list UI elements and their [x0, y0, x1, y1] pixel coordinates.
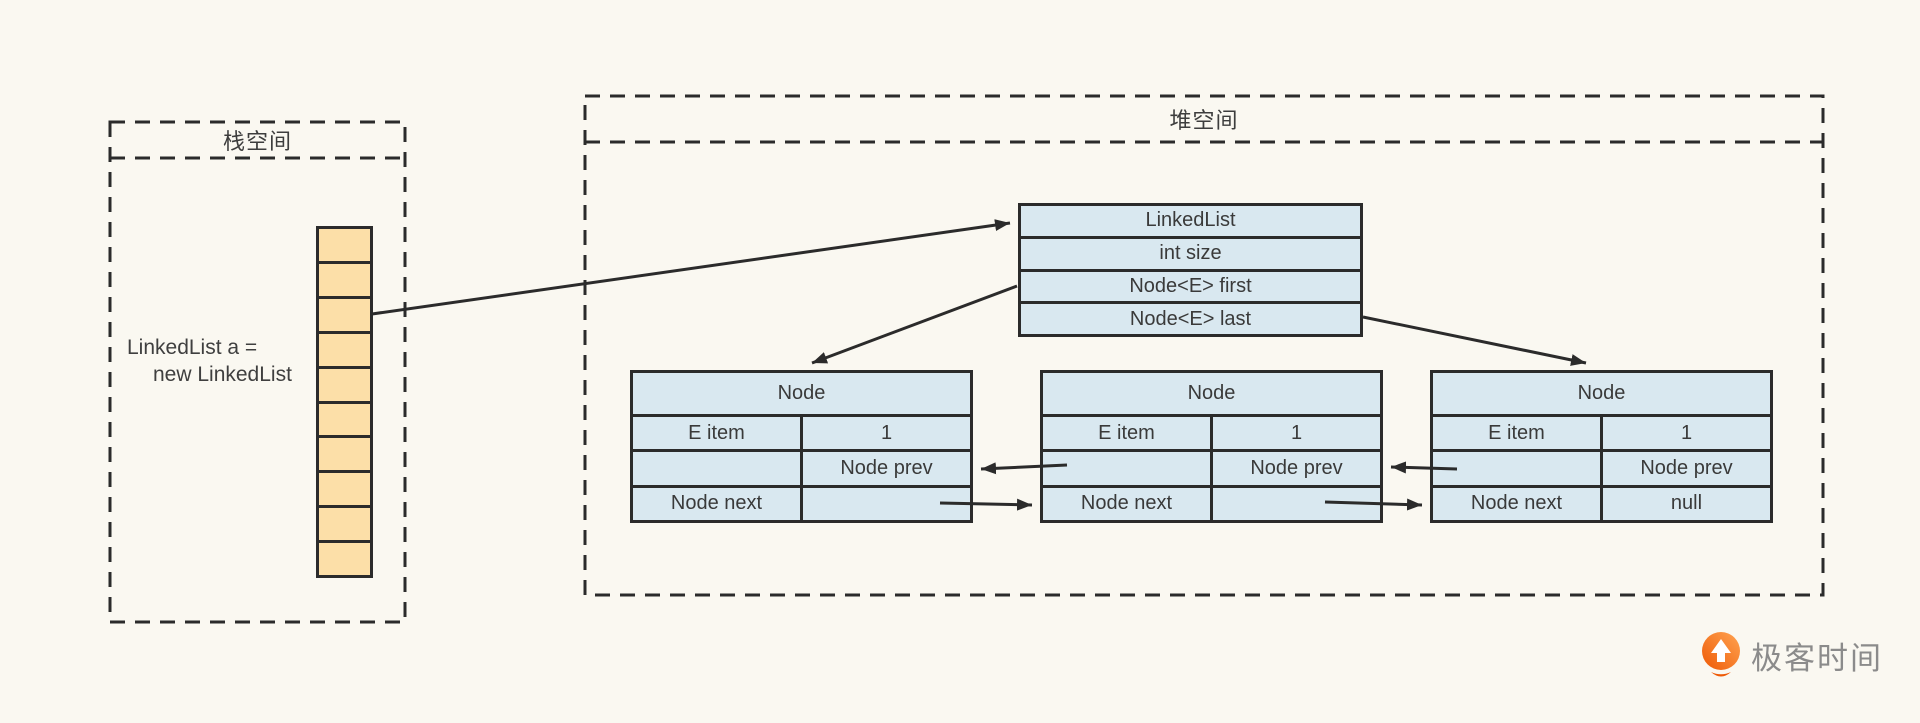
node-next-label: Node next [670, 492, 763, 515]
node-item-value: 1 [1600, 417, 1770, 450]
node-title: Node [1187, 382, 1236, 404]
node-prev-label: Node prev [1210, 452, 1380, 485]
node-prev-value [633, 452, 800, 484]
geektime-logo-text: 极客时间 [1751, 640, 1883, 676]
linkedlist-field-first: Node<E> first [1129, 274, 1252, 297]
stack-cell [319, 260, 370, 296]
stack-cell [319, 505, 370, 540]
linkedlist-object-box: LinkedList int size Node<E> first Node<E… [1018, 203, 1363, 337]
stack-cell [319, 435, 370, 470]
node-item-label: E item [688, 421, 745, 444]
variable-declaration-label: LinkedList a = new LinkedList [127, 334, 292, 388]
node-title: Node [777, 382, 826, 404]
node-prev-value [1433, 452, 1600, 484]
geektime-logo-icon [1702, 632, 1740, 677]
node-item-label: E item [1098, 421, 1155, 444]
node-prev-label: Node prev [1600, 452, 1770, 485]
stack-frame-column [316, 226, 373, 578]
node-box-1: Node E item 1 Node prev Node next [630, 370, 973, 523]
variable-declaration-line2: new LinkedList [153, 363, 292, 386]
stack-cell [319, 295, 370, 331]
arrow-last-to-node3 [1362, 315, 1587, 366]
stack-region-title: 栈空间 [222, 129, 292, 154]
node-next-value: null [1600, 487, 1770, 520]
arrow-stack-to-linkedlist [371, 219, 1011, 316]
node-item-value: 1 [1210, 417, 1380, 450]
node-prev-label: Node prev [800, 452, 970, 485]
linkedlist-field-last: Node<E> last [1129, 307, 1252, 330]
node-title: Node [1577, 382, 1626, 404]
geektime-logo: 极客时间 [1700, 631, 1883, 681]
node-next-value [800, 487, 970, 520]
node-box-3: Node E item 1 Node prev Node next null [1430, 370, 1773, 523]
variable-declaration-line1: LinkedList a = [127, 336, 258, 359]
node-box-2: Node E item 1 Node prev Node next [1040, 370, 1383, 523]
arrow-first-to-node1 [811, 284, 1018, 365]
node-prev-value [1043, 452, 1210, 484]
node-item-value: 1 [800, 417, 970, 450]
linkedlist-class-name: LinkedList [1145, 209, 1236, 232]
stack-cell [319, 330, 370, 366]
node-next-label: Node next [1080, 492, 1173, 515]
stack-cell [319, 470, 370, 505]
node-next-value [1210, 487, 1380, 520]
stack-cell [319, 400, 370, 436]
stack-cell [319, 365, 370, 401]
stack-cell [319, 540, 370, 575]
node-item-label: E item [1488, 421, 1545, 444]
node-next-label: Node next [1470, 492, 1563, 515]
linkedlist-field-size: int size [1159, 242, 1222, 265]
heap-region-title: 堆空间 [1169, 108, 1239, 133]
stack-cell [319, 229, 370, 261]
